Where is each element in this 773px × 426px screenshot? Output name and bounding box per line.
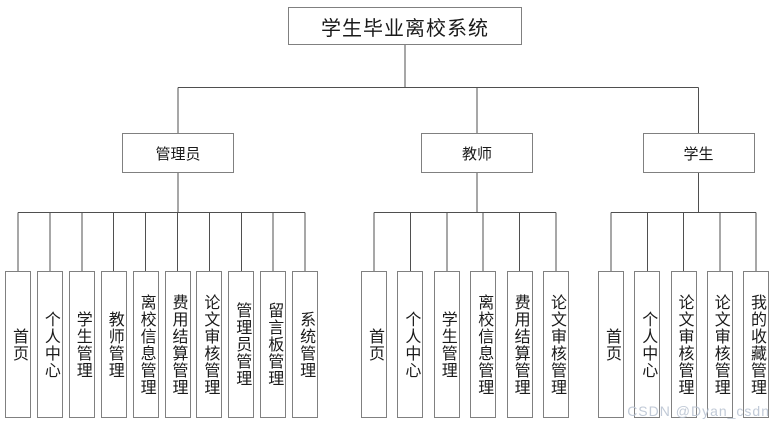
branch-node: 学生 <box>642 133 755 173</box>
leaf-node: 费用结算管理 <box>164 271 191 418</box>
leaf-node: 留言板管理 <box>260 271 287 418</box>
leaf-node: 我的收藏管理 <box>743 271 769 418</box>
leaf-node: 首页 <box>5 271 31 418</box>
leaf-node: 论文审核管理 <box>706 271 733 418</box>
leaf-node: 系统管理 <box>292 271 319 418</box>
leaf-node: 离校信息管理 <box>470 271 497 418</box>
root-node: 学生毕业离校系统 <box>288 7 522 45</box>
leaf-node: 首页 <box>598 271 624 418</box>
leaf-node: 论文审核管理 <box>196 271 223 418</box>
watermark: CSDN @Dyan_csdn <box>627 403 770 419</box>
leaf-node: 论文审核管理 <box>543 271 569 418</box>
leaf-node: 管理员管理 <box>228 271 255 418</box>
leaf-node: 个人中心 <box>634 271 661 418</box>
leaf-node: 个人中心 <box>36 271 63 418</box>
leaf-node: 费用结算管理 <box>506 271 533 418</box>
leaf-node: 个人中心 <box>397 271 424 418</box>
branch-node: 管理员 <box>122 133 234 173</box>
leaf-node: 离校信息管理 <box>132 271 159 418</box>
leaf-node: 学生管理 <box>68 271 95 418</box>
leaf-node: 论文审核管理 <box>670 271 697 418</box>
leaf-node: 教师管理 <box>100 271 127 418</box>
branch-node: 教师 <box>421 133 533 173</box>
leaf-node: 学生管理 <box>433 271 460 418</box>
leaf-node: 首页 <box>361 271 387 418</box>
